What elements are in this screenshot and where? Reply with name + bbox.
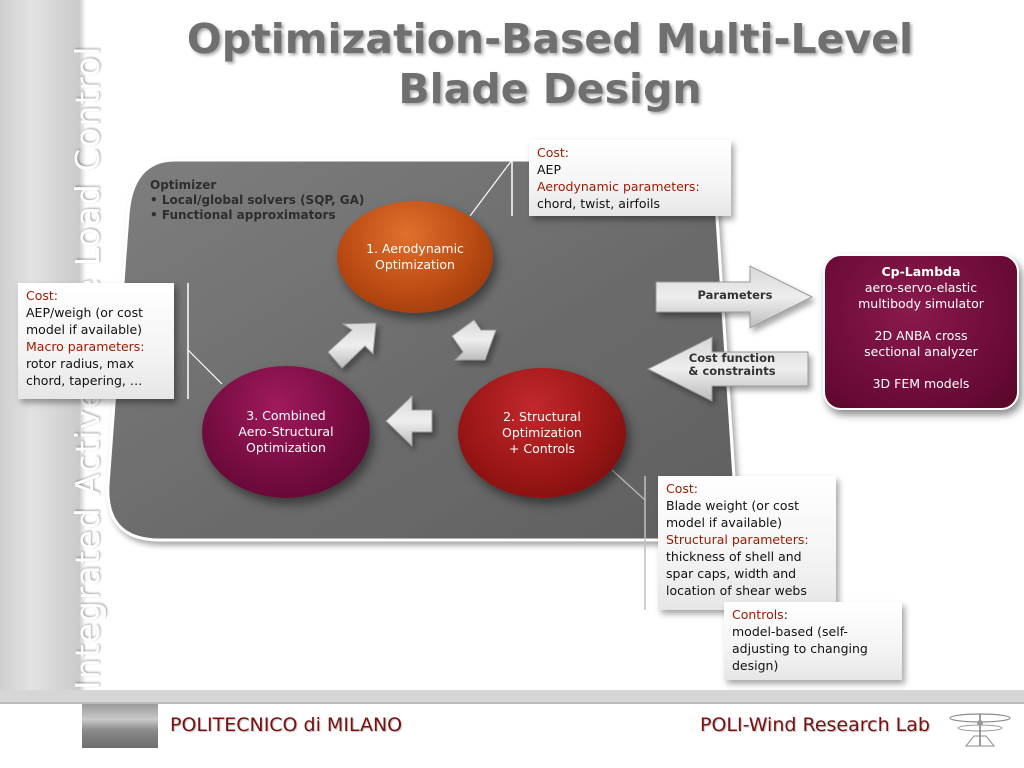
simulator-title: Cp-Lambda <box>881 264 961 279</box>
arrow-label-line: & constraints <box>688 364 776 378</box>
footer-lab: POLI-Wind Research Lab <box>700 714 930 736</box>
simulator-line: sectional analyzer <box>864 344 978 359</box>
cycle-arrow-to-struct <box>451 319 497 361</box>
optimizer-item: • Local/global solvers (SQP, GA) <box>150 193 365 207</box>
step-label: 1. Aerodynamic <box>366 241 464 256</box>
spacer <box>825 360 1017 376</box>
step-label: + Controls <box>508 441 576 456</box>
cost-value: AEP <box>537 162 561 177</box>
parameters-value: thickness of shell and spar caps, width … <box>666 549 807 598</box>
step-label: Aero-Structural <box>238 424 334 439</box>
controls-callout: Controls: model-based (self-adjusting to… <box>724 602 902 680</box>
simulator-box: Cp-Lambda aero-servo-elastic multibody s… <box>823 254 1019 410</box>
optimizer-description: Optimizer • Local/global solvers (SQP, G… <box>150 178 364 223</box>
parameters-value: chord, twist, airfoils <box>537 196 660 211</box>
structural-cost-callout: Cost: Blade weight (or cost model if ava… <box>658 476 836 610</box>
step-label: Optimization <box>375 257 455 272</box>
simulator-line: multibody simulator <box>858 296 984 311</box>
cost-value: AEP/weigh (or cost model if available) <box>26 305 143 337</box>
parameters-label: Aerodynamic parameters: <box>537 179 700 194</box>
building-photo <box>82 704 158 748</box>
optimizer-item: • Functional approximators <box>150 208 336 222</box>
parameters-arrow-label: Parameters <box>697 288 773 302</box>
optimizer-heading: Optimizer <box>150 178 217 192</box>
cost-function-arrow-label: Cost function & constraints <box>672 352 792 378</box>
step-label: Optimization <box>246 440 326 455</box>
structural-optimization-node: 2. Structural Optimization + Controls <box>458 368 626 498</box>
step-label: 3. Combined <box>246 408 326 423</box>
cost-label: Cost: <box>666 481 699 496</box>
cost-label: Cost: <box>26 288 59 303</box>
aerodynamic-cost-callout: Cost: AEP Aerodynamic parameters: chord,… <box>529 140 731 216</box>
simulator-line: 3D FEM models <box>872 376 970 391</box>
step-label: 2. Structural <box>503 409 581 424</box>
cycle-arrow-to-aero <box>327 322 377 369</box>
aerodynamic-optimization-node: 1. Aerodynamic Optimization <box>337 201 493 313</box>
spacer <box>825 312 1017 328</box>
footer-institution: POLITECNICO di MILANO <box>170 714 403 736</box>
cost-label: Cost: <box>537 145 570 160</box>
step-label: Optimization <box>502 425 582 440</box>
controls-value: model-based (self-adjusting to changing … <box>732 624 868 673</box>
wind-turbine-logo-icon <box>949 713 1011 747</box>
controls-label: Controls <box>732 607 784 622</box>
cycle-arrow-to-combined <box>385 394 433 448</box>
footer-divider <box>0 702 1024 704</box>
parameters-label: Macro parameters: <box>26 339 145 354</box>
parameters-label: Structural parameters: <box>666 532 809 547</box>
footer-bar <box>0 690 1024 702</box>
connector-macro-diag <box>187 349 223 385</box>
macro-cost-callout: Cost: AEP/weigh (or cost model if availa… <box>18 283 174 399</box>
parameters-value: rotor radius, max chord, tapering, … <box>26 356 143 388</box>
cost-function-arrow <box>646 336 809 402</box>
parameters-arrow <box>655 265 814 329</box>
connector-aero-diag <box>469 159 513 217</box>
controls-colon: : <box>783 607 788 622</box>
combined-optimization-node: 3. Combined Aero-Structural Optimization <box>202 366 370 498</box>
simulator-line: aero-servo-elastic <box>864 280 978 295</box>
arrow-label-line: Cost function <box>688 351 776 365</box>
connector-struct-diag <box>611 469 646 501</box>
cost-value: Blade weight (or cost model if available… <box>666 498 799 530</box>
slide-title: Optimization-Based Multi-Level Blade Des… <box>186 15 914 113</box>
simulator-line: 2D ANBA cross <box>874 328 968 343</box>
